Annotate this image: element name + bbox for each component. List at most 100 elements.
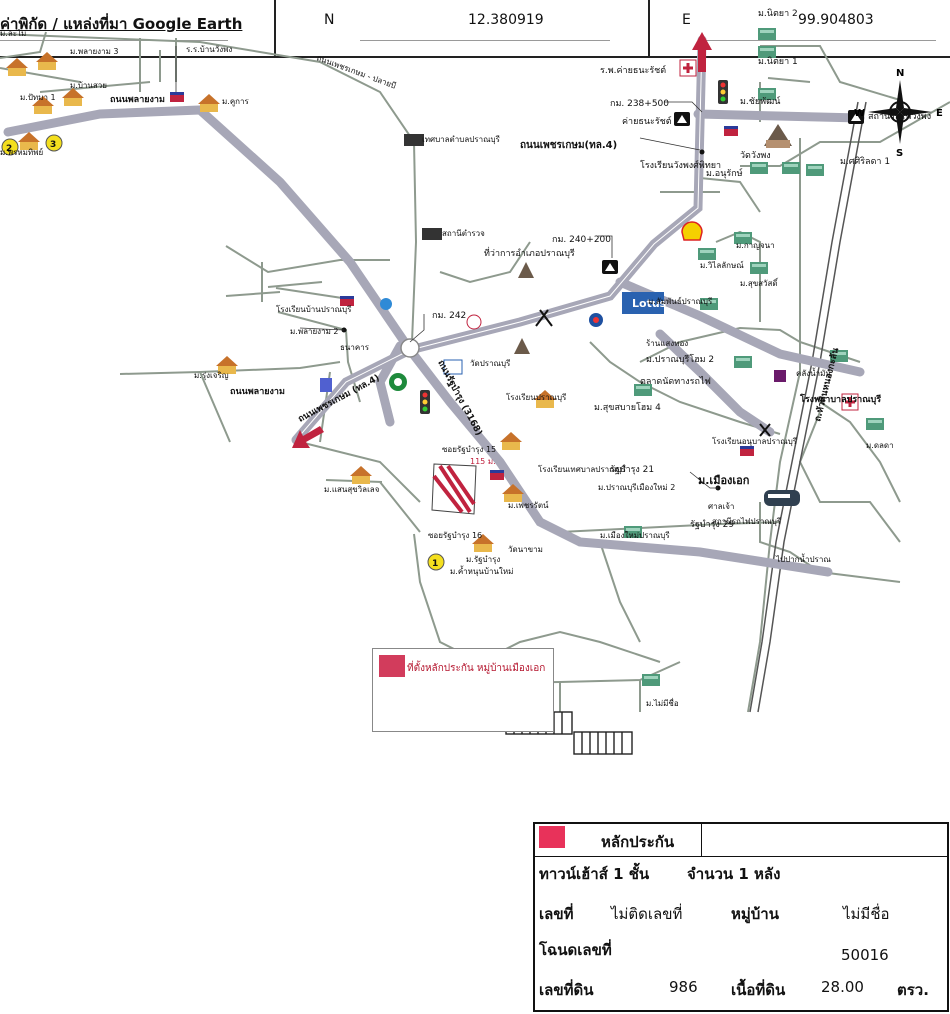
station-label: สถานีรถไฟปราณบุรี bbox=[712, 517, 782, 526]
hospital-label: โรงพยาบาลปราณบุรี bbox=[799, 393, 881, 405]
village-label: ม.พรหมทิพย์ bbox=[0, 147, 43, 157]
village-label: ม.ปราณบุรีโฮม 2 bbox=[646, 354, 714, 365]
village-label: ม.ปัทมา 1 bbox=[20, 93, 56, 102]
km-marker-icon bbox=[848, 110, 864, 124]
km-label: กม. 242 bbox=[432, 311, 466, 321]
deed-value: 50016 bbox=[841, 946, 889, 964]
village-label: ม.รุ่งเจริญ bbox=[194, 371, 229, 380]
office-label: ที่ว่าการอำเภอปราณบุรี bbox=[484, 246, 575, 259]
bank-icon bbox=[389, 373, 407, 391]
direction-arrows bbox=[292, 32, 712, 448]
school-label: ร.ร.บ้านวังพง bbox=[186, 45, 232, 54]
property-type: ทาวน์เฮ้าส์ 1 ชั้น bbox=[539, 865, 650, 883]
train-icon bbox=[764, 490, 800, 506]
badge-number: 1 bbox=[432, 559, 438, 569]
traffic-light-icon bbox=[718, 80, 728, 104]
collateral-swatch bbox=[539, 826, 565, 848]
area-label: เนื้อที่ดิน bbox=[731, 981, 786, 999]
land-no-value: 986 bbox=[669, 978, 698, 996]
n-label: N bbox=[324, 12, 335, 28]
ptt-logo-icon bbox=[589, 313, 603, 327]
coordinate-source-label: ค่าพิกัด / แหล่งที่มา Google Earth bbox=[0, 15, 243, 33]
house-icon bbox=[36, 52, 58, 70]
numbered-badge bbox=[1, 138, 19, 156]
village-label: ม.ค้ำหนุนบ้านใหม่ bbox=[450, 565, 513, 576]
lotus-label: Lotus bbox=[632, 297, 667, 310]
shell-logo-icon bbox=[681, 221, 703, 241]
km-label: กม. 240+200 bbox=[552, 235, 611, 245]
village-label: ม.แสนสุขวิลเลจ bbox=[324, 485, 380, 494]
school-flag-icon bbox=[170, 92, 184, 102]
house-icon bbox=[500, 432, 522, 450]
village-label: ม.อนุรักษ์ bbox=[706, 167, 743, 179]
km-marker-icon bbox=[602, 260, 618, 274]
roundabout bbox=[400, 338, 420, 358]
village-label: ม.เพชรรัตน์ bbox=[508, 500, 549, 510]
house-icon bbox=[350, 466, 372, 484]
landmark-icon bbox=[443, 359, 463, 375]
land-no-label: เลขที่ดิน bbox=[539, 981, 594, 999]
location-map: ร.พ.ค่ายธนะรัชต์ กม. 238+500 ค่ายธนะรัชต… bbox=[0, 8, 950, 755]
building-icon bbox=[830, 350, 848, 362]
bank-label: ธนาคาร bbox=[340, 343, 370, 352]
callout-lines bbox=[175, 46, 718, 489]
landmark-icon bbox=[404, 134, 424, 146]
village-label: ม.บ้านสวย bbox=[70, 81, 107, 90]
village-label: ม.ชัยพัฒน์ bbox=[740, 95, 780, 107]
direction-label: ไปปากน้ำปราณ bbox=[775, 553, 831, 564]
road-label: ถ.หัวหินหนองกะลัน bbox=[812, 346, 841, 423]
pedestrian-icon bbox=[535, 309, 553, 327]
road-label: ถนนเพชรเกษม (ทล.4) bbox=[297, 373, 382, 424]
landmark-icon bbox=[466, 314, 482, 330]
building-icon bbox=[758, 88, 776, 100]
info-title-row: หลักประกัน bbox=[535, 824, 947, 857]
village-label: ม.พลายงาม 2 bbox=[290, 327, 338, 336]
house-icon bbox=[62, 88, 84, 106]
building-icon bbox=[734, 232, 752, 244]
distance-label: 115 ม. bbox=[470, 457, 496, 466]
compass-s: S bbox=[896, 148, 903, 158]
hospital-icon bbox=[841, 393, 859, 411]
deed-label: โฉนดเลขที่ bbox=[539, 941, 612, 959]
house-no-value: ไม่ติดเลขที่ bbox=[611, 905, 683, 923]
village-label: ม.ไม่มีชื่อ bbox=[646, 697, 679, 708]
km-marker-icon bbox=[674, 112, 690, 126]
compass-w: W bbox=[854, 108, 865, 119]
traffic-light-icon bbox=[420, 390, 430, 414]
school-label: โรงเรียนอนุบาลปราณบุรี bbox=[712, 436, 798, 446]
building-icon bbox=[624, 526, 642, 538]
road-label: ถนนเพชรเกษม - ปลายบี bbox=[315, 53, 397, 90]
n-value: 12.380919 bbox=[468, 12, 544, 28]
depot-label: คลังน้ำมัน bbox=[796, 367, 831, 378]
building-icon bbox=[642, 674, 660, 686]
road-centerlines bbox=[295, 39, 703, 441]
road-label: ถนนพลายงาม bbox=[230, 387, 285, 397]
temple-icon bbox=[514, 338, 530, 354]
info-dot bbox=[341, 149, 721, 491]
school-flag-icon bbox=[740, 446, 754, 456]
temple-icon bbox=[764, 124, 792, 148]
map-legend: ที่ตั้งหลักประกัน หมู่บ้านเมืองเอก bbox=[372, 648, 554, 732]
e-label: E bbox=[682, 12, 691, 28]
badge-number: 2 bbox=[6, 144, 12, 154]
building-icon bbox=[698, 248, 716, 260]
village-label: ม.สัมพันธ์ปราณบุรี bbox=[648, 296, 713, 306]
village-label: ม.สุขสวัสดิ์ bbox=[740, 277, 779, 288]
road-label: ถนนพลายงาม bbox=[110, 95, 165, 105]
building-icon bbox=[750, 162, 768, 174]
house-icon bbox=[6, 58, 28, 76]
info-title: หลักประกัน bbox=[601, 833, 675, 851]
road-label: ถนนเพชรเกษม(ทล.4) bbox=[520, 140, 617, 151]
school-label: โรงเรียนบ้านปราณบุรี bbox=[276, 304, 352, 314]
badge-number: 3 bbox=[50, 140, 56, 150]
house-icon bbox=[32, 96, 54, 114]
hospital-label: ร.พ.ค่ายธนะรัชต์ bbox=[600, 64, 666, 76]
compass-rose-icon: N S W E bbox=[854, 68, 943, 158]
soi-label: รัฐบำรุง 21 bbox=[610, 464, 654, 475]
arrow-south-west bbox=[292, 426, 324, 448]
camp-label: ค่ายธนะรัชต์ bbox=[622, 115, 672, 127]
compass-e: E bbox=[936, 108, 943, 119]
building-icon bbox=[734, 356, 752, 368]
compass-n: N bbox=[896, 68, 904, 79]
property-qty: จำนวน 1 หลัง bbox=[687, 865, 781, 883]
